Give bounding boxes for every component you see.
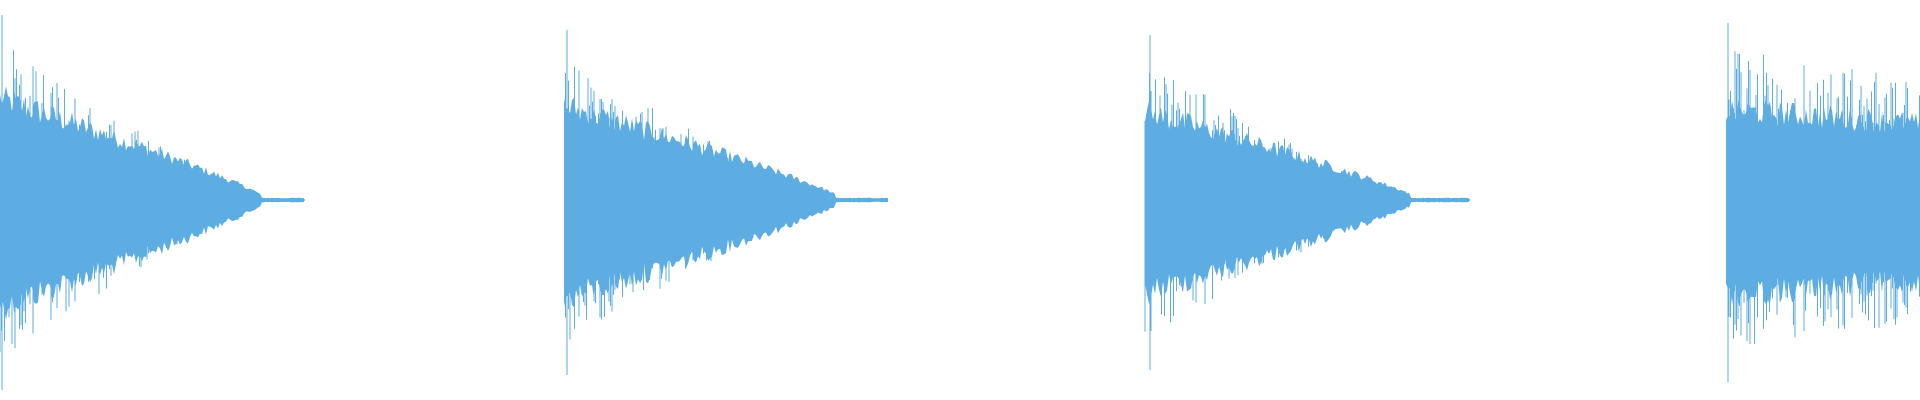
waveform-clip-1[interactable] <box>0 15 305 390</box>
waveform-clip-2[interactable] <box>564 30 888 375</box>
waveform-body <box>1145 101 1469 304</box>
waveform-transients <box>0 15 260 390</box>
waveform-clip-3[interactable] <box>1144 35 1470 370</box>
waveform-transients <box>1727 23 1920 382</box>
waveform-body <box>564 97 888 308</box>
waveform-transients <box>1144 35 1407 370</box>
waveform-clip-4[interactable] <box>1726 23 1920 382</box>
waveform-transients <box>565 30 835 375</box>
waveform-body <box>0 86 304 320</box>
waveform-clips <box>0 15 1920 390</box>
